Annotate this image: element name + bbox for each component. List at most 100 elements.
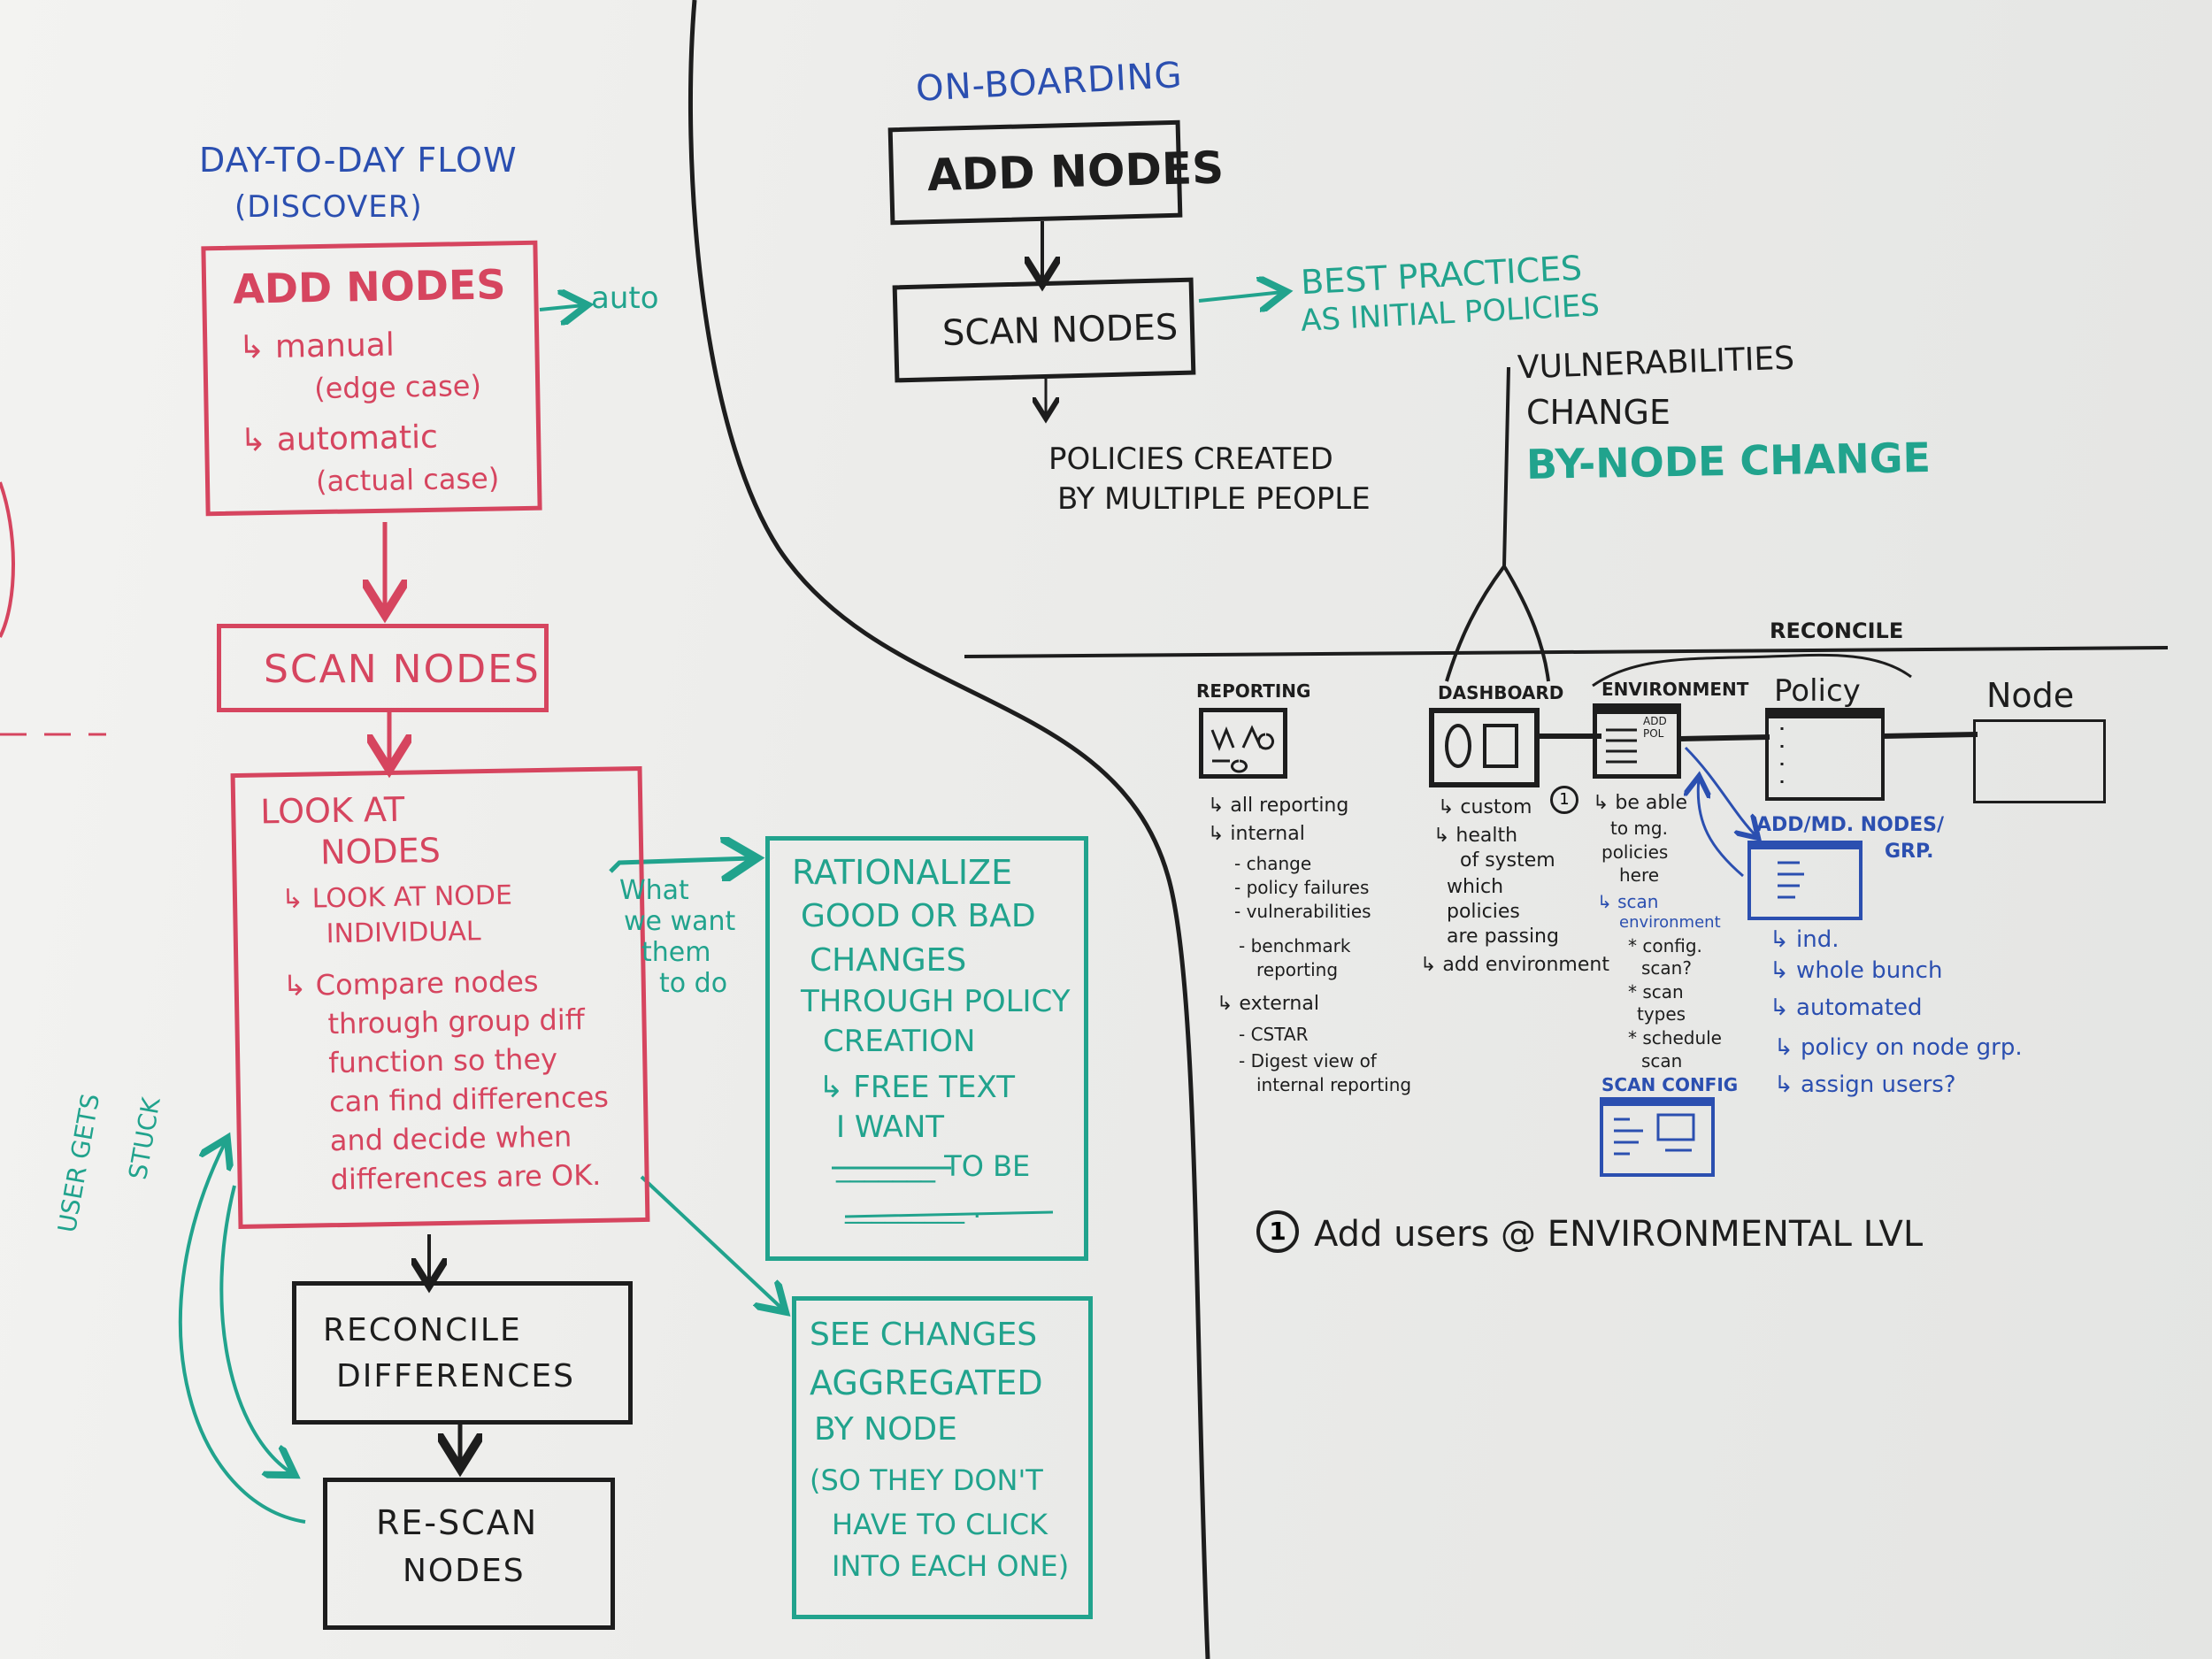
dashboard-icon: [1429, 708, 1540, 787]
environment-note: scan?: [1641, 957, 1692, 979]
node-label: Node: [1986, 676, 2075, 715]
arrow-note-line: we want: [624, 906, 736, 937]
reporting-note: - vulnerabilities: [1234, 901, 1371, 922]
rescan-nodes-box: RE-SCAN NODES: [323, 1478, 615, 1630]
rationalize-line: GOOD OR BAD: [801, 898, 1036, 934]
policy-label: Policy: [1774, 673, 1861, 709]
rationalize-line: I WANT: [836, 1110, 945, 1145]
rationalize-line: _______ TO BE: [836, 1149, 1031, 1183]
reporting-note: internal reporting: [1256, 1074, 1412, 1095]
scan-config-label: SCAN CONFIG: [1601, 1074, 1739, 1095]
look-at-line: and decide when: [329, 1119, 572, 1158]
reporting-note: ↳ all reporting: [1208, 795, 1349, 817]
arrow-best-practices: [1198, 292, 1283, 301]
arrow-panel-to-env: [1698, 779, 1744, 878]
look-at-line: INDIVIDUAL: [326, 916, 481, 950]
add-panel-note: ↳ policy on node grp.: [1774, 1034, 2023, 1061]
reporting-note: ↳ external: [1217, 993, 1319, 1015]
onb-scan-nodes-box: SCAN NODES: [892, 277, 1196, 383]
scan-nodes-box: SCAN NODES: [217, 624, 549, 712]
look-at-line: function so they: [327, 1041, 558, 1080]
see-changes-line: (SO THEY DON'T: [810, 1463, 1043, 1497]
environment-inner: POL: [1643, 727, 1664, 740]
environment-note: ↳ scan: [1597, 891, 1659, 912]
dashboard-note: are passing: [1447, 926, 1559, 948]
dashboard-label: DASHBOARD: [1438, 682, 1564, 703]
divider-horizontal: [964, 646, 2169, 658]
reporting-note: - CSTAR: [1239, 1024, 1309, 1045]
reconcile-line: RECONCILE: [323, 1312, 522, 1348]
by-node-change: BY-NODE CHANGE: [1525, 434, 1932, 488]
arrow-env-to-panel: [1684, 746, 1756, 836]
arrow-note-line: What: [619, 875, 689, 906]
see-changes-line: HAVE TO CLICK: [832, 1508, 1048, 1541]
look-at-nodes-box: LOOK AT NODES ↳ LOOK AT NODE INDIVIDUAL …: [230, 765, 650, 1230]
arrow-note-line: them: [641, 937, 711, 968]
look-at-line: through group diff: [327, 1002, 586, 1041]
see-changes-line: AGGREGATED: [810, 1363, 1043, 1402]
environment-note: to mg.: [1610, 818, 1668, 839]
add-nodes-box: ADD NODES ↳ manual (edge case) ↳ automat…: [201, 240, 542, 517]
dashboard-note: of system: [1460, 849, 1555, 872]
environment-inner: ADD: [1643, 715, 1667, 727]
footnote-marker: 1: [1256, 1210, 1299, 1253]
add-nodes-line: ↳ manual: [238, 326, 396, 366]
dashboard-note: policies: [1447, 901, 1520, 923]
footnote-text: Add users @ ENVIRONMENTAL LVL: [1314, 1214, 1924, 1255]
reporting-note: ↳ internal: [1208, 823, 1305, 845]
rescan-line: NODES: [403, 1553, 526, 1589]
vuln-bracket: [1445, 366, 1550, 682]
dashboard-note: ↳ health: [1433, 825, 1518, 847]
environment-note: here: [1619, 864, 1660, 886]
rationalize-line: _________ .: [845, 1194, 982, 1225]
look-at-line: ↳ Compare nodes: [282, 964, 539, 1003]
environment-note: types: [1637, 1003, 1686, 1025]
rationalize-line: THROUGH POLICY: [801, 984, 1071, 1019]
node-icon: [1973, 719, 2106, 803]
environment-marker: 1: [1550, 786, 1578, 814]
day-flow-title: DAY-TO-DAY FLOW: [199, 141, 518, 180]
scan-config-icon: [1600, 1097, 1715, 1177]
rationalize-line: RATIONALIZE: [792, 853, 1013, 892]
rescan-line: RE-SCAN: [376, 1503, 539, 1542]
see-changes-box: SEE CHANGES AGGREGATED BY NODE (SO THEY …: [792, 1296, 1093, 1619]
scan-nodes-label: SCAN NODES: [264, 647, 541, 692]
dashboard-note: which: [1447, 876, 1504, 898]
onb-scan-nodes-label: SCAN NODES: [941, 307, 1179, 355]
reporting-note: - change: [1234, 853, 1312, 874]
rationalize-line: ↳ FREE TEXT: [818, 1070, 1015, 1105]
environment-note: environment: [1619, 913, 1721, 932]
rationalize-line: CHANGES: [810, 942, 967, 979]
arrow-to-rationalize: [609, 858, 752, 872]
reporting-note: - Digest view of: [1239, 1050, 1377, 1071]
reconcile-differences-box: RECONCILE DIFFERENCES: [292, 1281, 633, 1425]
onb-add-nodes-label: ADD NODES: [926, 142, 1225, 202]
rationalize-box: RATIONALIZE GOOD OR BAD CHANGES THROUGH …: [765, 836, 1088, 1261]
reconcile-brace: [1592, 653, 1912, 687]
add-nodes-line: (actual case): [315, 461, 500, 499]
add-panel-icon: [1747, 841, 1863, 920]
add-panel-note: ↳ whole bunch: [1770, 957, 1943, 984]
see-changes-line: SEE CHANGES: [810, 1317, 1038, 1353]
add-panel-note: ↳ ind.: [1770, 926, 1839, 953]
look-at-line: can find differences: [328, 1079, 610, 1119]
reporting-note: - benchmark: [1239, 935, 1351, 956]
rationalize-line: CREATION: [823, 1024, 976, 1059]
look-at-heading-1: LOOK AT: [259, 789, 405, 832]
policy-icon: [1765, 708, 1885, 801]
environment-label: ENVIRONMENT: [1601, 679, 1749, 700]
add-panel-label: GRP.: [1885, 841, 1934, 863]
policies-line: POLICIES CREATED: [1048, 442, 1333, 477]
day-flow-subtitle: (DISCOVER): [234, 189, 423, 225]
add-nodes-heading: ADD NODES: [232, 260, 506, 313]
environment-icon: ADD POL: [1593, 703, 1681, 779]
dashboard-note: ↳ custom: [1438, 796, 1532, 818]
see-changes-line: BY NODE: [814, 1411, 957, 1448]
environment-note: ↳ be able: [1593, 792, 1688, 814]
auto-label: auto: [591, 280, 659, 316]
arrow-stuck-loop-2: [219, 1185, 292, 1473]
reconcile-label: RECONCILE: [1770, 618, 1904, 643]
look-at-line: differences are OK.: [330, 1157, 602, 1197]
environment-note: * config.: [1628, 935, 1702, 956]
